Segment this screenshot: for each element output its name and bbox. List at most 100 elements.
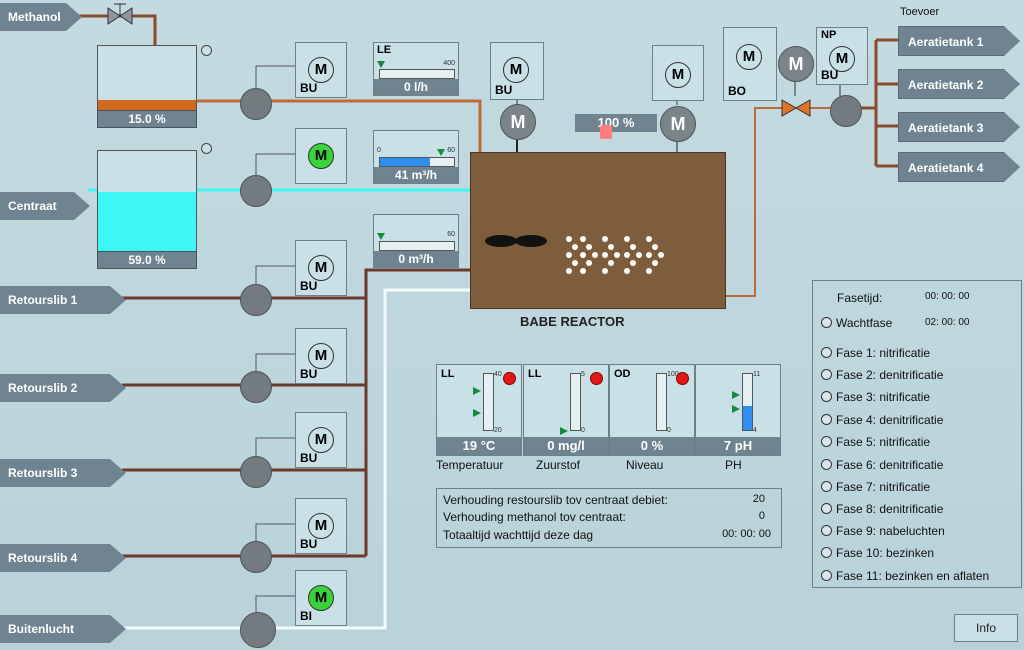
babe-reactor-vessel[interactable] xyxy=(470,152,726,309)
setpoint-marker-icon xyxy=(377,233,385,240)
mixer-motor[interactable]: M xyxy=(500,104,536,140)
phase-option[interactable]: Fase 2: denitrificatie xyxy=(821,367,943,383)
retourslib-4-pump[interactable] xyxy=(240,541,272,573)
motor-icon: M xyxy=(665,62,691,88)
aeratietank-2[interactable]: Aeratietank 2 xyxy=(898,69,1020,99)
source-centraat[interactable]: Centraat xyxy=(0,192,90,220)
ratio-row: Verhouding restourslib tov centraat debi… xyxy=(443,493,771,509)
setpoint-high-icon xyxy=(473,387,481,395)
phase-option[interactable]: Fase 5: nitrificatie xyxy=(821,434,930,450)
phase-option[interactable]: Fase 3: nitrificatie xyxy=(821,389,930,405)
retourslib-1-motor[interactable]: M BU xyxy=(295,240,347,296)
source-methanol[interactable]: Methanol xyxy=(0,3,82,31)
retourslib-2-motor[interactable]: M BU xyxy=(295,328,347,384)
gauge-value: 0 % xyxy=(610,437,694,455)
retourslib-1-pump[interactable] xyxy=(240,284,272,316)
blower[interactable] xyxy=(240,612,276,648)
source-retourslib-3[interactable]: Retourslib 3 xyxy=(0,459,126,487)
gauge-min: 20 xyxy=(494,427,502,434)
phase-option[interactable]: Fase 10: bezinken xyxy=(821,545,934,561)
gauge-tube xyxy=(656,373,667,431)
ratio-row: Totaaltijd wachttijd deze dag 00: 00: 00 xyxy=(443,528,771,544)
motor-mode-label: BO xyxy=(728,84,746,98)
centraat-pump[interactable] xyxy=(240,175,272,207)
gauge-header: OD xyxy=(614,368,631,380)
source-retourslib-1[interactable]: Retourslib 1 xyxy=(0,286,126,314)
source-buitenlucht[interactable]: Buitenlucht xyxy=(0,615,126,643)
aerator-motor[interactable]: M xyxy=(660,106,696,142)
gauge-max: 40 xyxy=(494,371,502,378)
gauge-tube xyxy=(570,373,581,431)
motor-mode-label: BU xyxy=(300,279,318,293)
motor-mode-label: BU xyxy=(300,81,318,95)
flow-meter-min: 0 xyxy=(377,147,381,154)
aeration-bubbles-icon xyxy=(566,236,664,274)
flow-meter-max: 60 xyxy=(447,231,455,238)
source-retourslib-4[interactable]: Retourslib 4 xyxy=(0,544,126,572)
flow-meter-bar xyxy=(379,241,455,251)
outlet-motor[interactable]: M xyxy=(778,46,814,82)
methanol-pump-motor[interactable]: M BU xyxy=(295,42,347,98)
info-button[interactable]: Info xyxy=(954,614,1018,642)
centraat-pump-motor[interactable]: M xyxy=(295,128,347,184)
outlet-pump-motor-box[interactable]: NP M BU xyxy=(816,27,868,85)
centraat-tank[interactable] xyxy=(97,150,197,252)
outlet-valve-motor-box[interactable]: M BO xyxy=(723,27,777,101)
retourslib-flow-meter[interactable]: 60 0 m³/h xyxy=(373,214,459,268)
centraat-flow-meter[interactable]: 0 60 41 m³/h xyxy=(373,130,459,184)
ratio-label: Verhouding methanol tov centraat: xyxy=(443,510,626,524)
phase-option[interactable]: Fase 6: denitrificatie xyxy=(821,457,943,473)
phase-label: Fase 3: nitrificatie xyxy=(836,390,931,404)
hand-cursor-icon xyxy=(600,125,612,139)
gauge-oxygen[interactable]: LL 5 0 0 mg/l xyxy=(523,364,609,456)
phase-option[interactable]: Fase 7: nitrificatie xyxy=(821,479,930,495)
gauge-max: 100 xyxy=(667,371,679,378)
mixer-motor-box[interactable]: M BU xyxy=(490,42,544,100)
motor-icon: M xyxy=(308,143,334,169)
gauge-level[interactable]: OD 100 0 0 % xyxy=(609,364,695,456)
gauge-ph[interactable]: 11 4 7 pH xyxy=(695,364,781,456)
outlet-pump[interactable] xyxy=(830,95,862,127)
gauge-fill xyxy=(743,405,752,430)
motor-icon: M xyxy=(308,57,334,83)
ratio-value: 0 xyxy=(758,510,765,522)
retourslib-3-pump[interactable] xyxy=(240,456,272,488)
motor-mode-label: BU xyxy=(821,68,839,82)
radio-icon xyxy=(821,317,832,328)
phase-label: Fase 10: bezinken xyxy=(836,546,935,560)
phase-label: Fase 11: bezinken en aflaten xyxy=(836,569,990,583)
methanol-flow-meter[interactable]: LE 400 0 l/h xyxy=(373,42,459,96)
phase-label: Fase 4: denitrificatie xyxy=(836,413,944,427)
gauge-value: 0 mg/l xyxy=(524,437,608,455)
phase-label: Fase 9: nabeluchten xyxy=(836,524,945,538)
phase-option[interactable]: Fase 9: nabeluchten xyxy=(821,523,945,539)
motor-icon: M xyxy=(308,427,334,453)
motor-icon: M xyxy=(308,343,334,369)
methanol-pump[interactable] xyxy=(240,88,272,120)
motor-icon: M xyxy=(308,513,334,539)
gauge-min: 0 xyxy=(667,427,671,434)
methanol-tank[interactable] xyxy=(97,45,197,111)
aerator-motor-box[interactable]: M xyxy=(652,45,704,101)
motor-icon: M xyxy=(736,44,762,70)
retourslib-2-pump[interactable] xyxy=(240,371,272,403)
flow-meter-header: LE xyxy=(377,44,392,56)
flow-meter-bar xyxy=(379,157,455,167)
source-retourslib-2[interactable]: Retourslib 2 xyxy=(0,374,126,402)
retourslib-3-motor[interactable]: M BU xyxy=(295,412,347,468)
aeration-percent[interactable]: 100 % xyxy=(575,114,657,132)
flow-meter-value: 41 m³/h xyxy=(374,167,458,183)
phase-option[interactable]: Fase 8: denitrificatie xyxy=(821,501,943,517)
buitenlucht-motor[interactable]: M BI xyxy=(295,570,347,626)
phase-option[interactable]: Fase 1: nitrificatie xyxy=(821,345,930,361)
gauge-temperature[interactable]: LL 40 20 19 °C xyxy=(436,364,522,456)
motor-icon: M xyxy=(308,585,334,611)
aeratietank-4[interactable]: Aeratietank 4 xyxy=(898,152,1020,182)
reactor-internals xyxy=(485,235,664,274)
wachtfase-option[interactable]: Wachtfase xyxy=(821,315,892,331)
phase-option[interactable]: Fase 11: bezinken en aflaten xyxy=(821,568,989,584)
retourslib-4-motor[interactable]: M BU xyxy=(295,498,347,554)
aeratietank-1[interactable]: Aeratietank 1 xyxy=(898,26,1020,56)
aeratietank-3[interactable]: Aeratietank 3 xyxy=(898,112,1020,142)
phase-option[interactable]: Fase 4: denitrificatie xyxy=(821,412,943,428)
